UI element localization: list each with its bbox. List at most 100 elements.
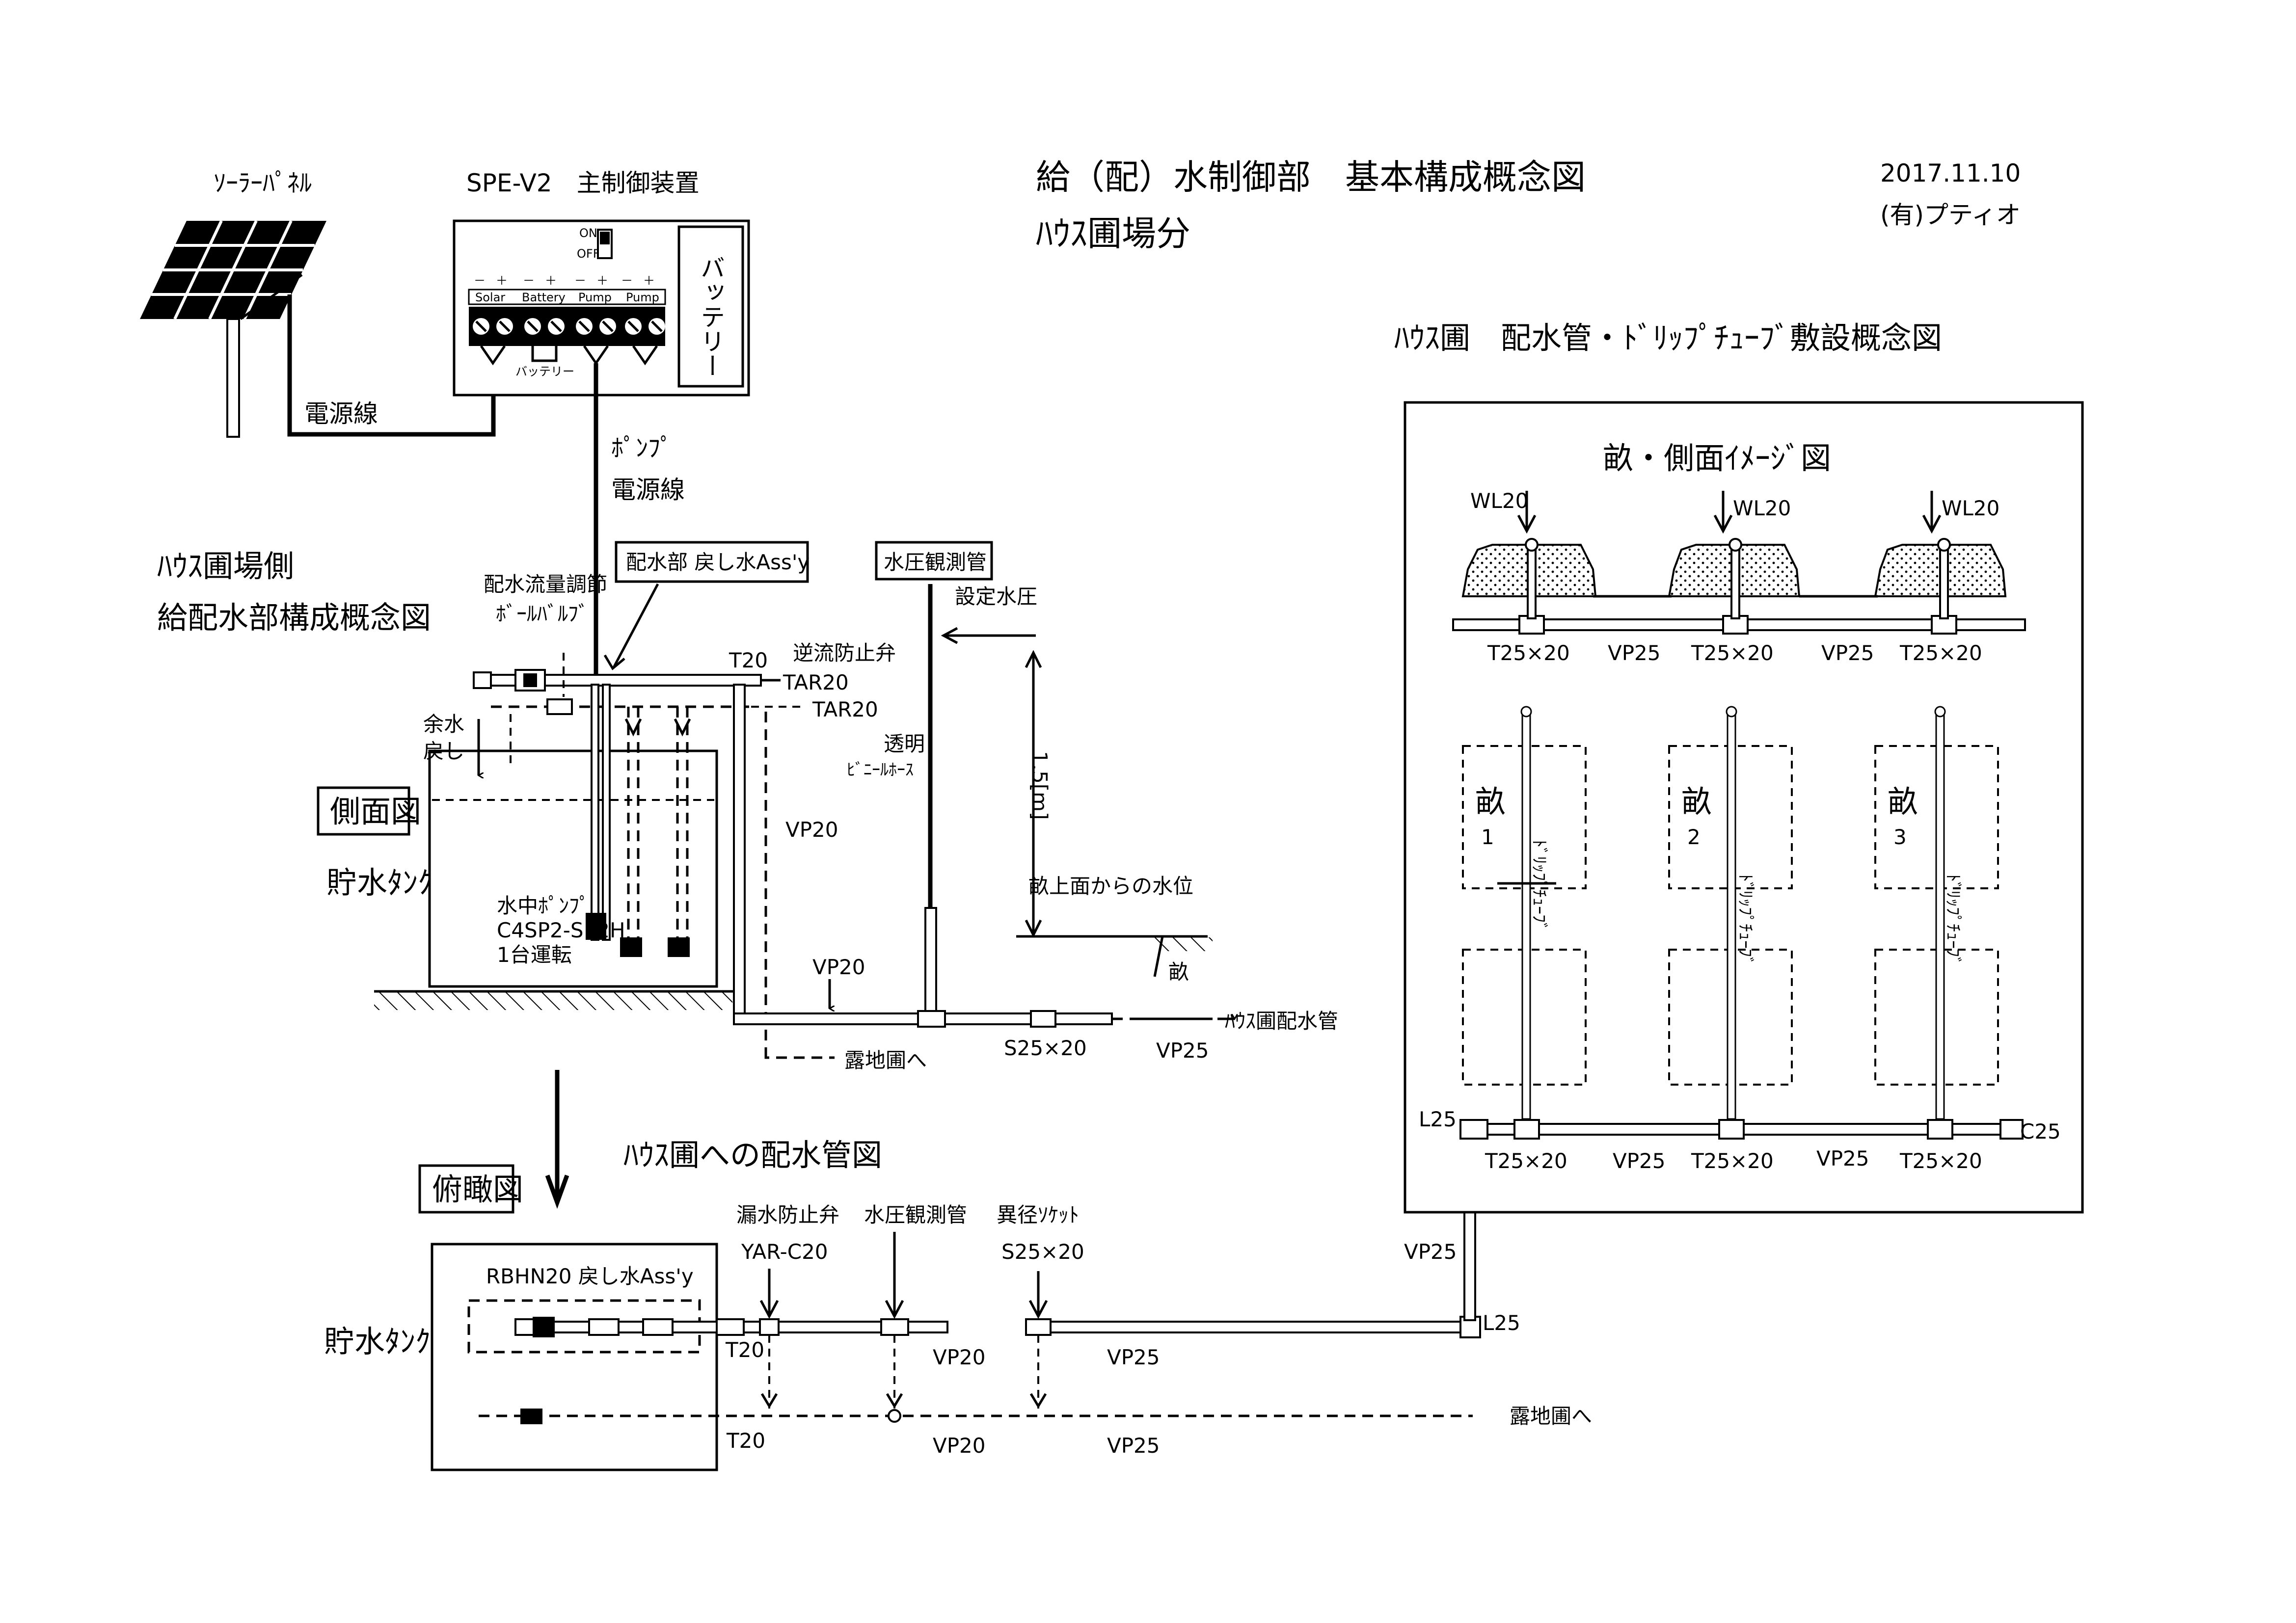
controller-unit: バッテリー ON OFF － ＋ － ＋ － ＋ － ＋ Solar Batte… (453, 219, 750, 397)
vp20-plan-b: VP20 (933, 1434, 986, 1458)
return-assy-label: 配水部 戻し水Ass'y (626, 550, 810, 574)
ridge-side-label: 畝 (1168, 960, 1189, 984)
tee-bottom-1: T25×20 (1485, 1149, 1567, 1173)
tee-bottom-3: T25×20 (1899, 1149, 1982, 1173)
wl20-1: WL20 (1470, 489, 1528, 513)
side-view-box (317, 786, 410, 836)
standby-pump-2-icon (668, 937, 690, 957)
vp25-bottom-2: VP25 (1816, 1146, 1869, 1171)
solar-panel-label: ｿｰﾗｰﾊﾟﾈﾙ (214, 169, 312, 197)
house-pipe-label: ﾊｳｽ圃配水管 (1225, 1009, 1338, 1033)
submersible-pump-icon (586, 913, 606, 940)
pressure-pipe-label: 水圧観測管 (884, 550, 987, 574)
tar20-a-label: TAR20 (783, 670, 849, 694)
t20-plan-b: T20 (726, 1429, 765, 1453)
plan-tank-label: 貯水ﾀﾝｸ (324, 1324, 431, 1359)
battery-terminal-label: バッテリー (515, 365, 574, 378)
ridge-2-num: 2 (1687, 825, 1701, 849)
rbhn-label: RBHN20 戻し水Ass'y (486, 1264, 694, 1288)
ridge-1-name: 畝 (1475, 784, 1506, 820)
plan-view-label: 俯瞰図 (432, 1171, 523, 1207)
drip-tube-2 (1727, 711, 1736, 1120)
leak-valve-label: 漏水防止弁 (736, 1203, 839, 1227)
height-label: 1.5[m] (1028, 751, 1052, 820)
pump-power-label-2: 電源線 (611, 476, 685, 504)
standby-pump-1-icon (620, 937, 642, 957)
ridge-cross-section (1452, 491, 2026, 635)
layout-frame (1404, 401, 2084, 1214)
wl20-2: WL20 (1733, 496, 1791, 520)
overflow-label-2: 戻し (423, 739, 464, 763)
ridge-3-num: 3 (1893, 825, 1907, 849)
ridge-3-name: 畝 (1888, 784, 1918, 820)
ridge-2-name: 畝 (1681, 784, 1712, 820)
battery-label: バッテリー (697, 255, 725, 378)
s25x20-side-label: S25×20 (1004, 1036, 1087, 1060)
tar20-b-label: TAR20 (812, 697, 878, 721)
t20-plan-a: T20 (725, 1338, 764, 1362)
term-plus-4: ＋ (643, 274, 655, 288)
term-minus-1: － (474, 274, 486, 288)
side-tank-label: 貯水ﾀﾝｸ (326, 865, 433, 901)
terminal-pump-2: Pump (626, 291, 659, 304)
wl20-3: WL20 (1942, 496, 1999, 520)
side-image-label: 畝・側面ｲﾒｰｼﾞ図 (1603, 440, 1831, 476)
power-cable (287, 294, 496, 437)
return-assy-pointer (612, 583, 659, 668)
pressure-pipe-box (875, 541, 993, 581)
valve-label-1: 配水流量調節 (484, 572, 607, 596)
right-heading: ﾊｳｽ圃 配水管・ﾄﾞﾘｯﾌﾟﾁｭｰﾌﾞ敷設概念図 (1394, 320, 1942, 356)
ridge-1-tube: ﾄﾞﾘｯﾌﾟﾁｭｰﾌﾞ (1529, 839, 1549, 931)
ridge-1-num: 1 (1481, 825, 1494, 849)
diagram-subtitle: ﾊｳｽ圃場分 (1036, 213, 1190, 254)
check-valve-label: 逆流防止弁 (793, 641, 896, 665)
tee-bottom-2: T25×20 (1691, 1149, 1774, 1173)
vp25-plan-b: VP25 (1107, 1434, 1160, 1458)
tee-top-3: T25×20 (1899, 641, 1982, 665)
vp25-top-2: VP25 (1821, 641, 1874, 665)
pump-label-2: C4SP2-S12H (497, 918, 625, 942)
water-level-label: 畝上面からの水位 (1028, 874, 1193, 898)
ridge-2 (1668, 711, 1793, 1120)
date-label: 2017.11.10 (1880, 159, 2021, 187)
vp20-plan-a: VP20 (933, 1345, 986, 1369)
vp25-bottom-1: VP25 (1613, 1149, 1666, 1173)
pump-power-label-1: ﾎﾟﾝﾌﾟ (611, 434, 673, 462)
plan-valve-icon[interactable] (533, 1317, 555, 1337)
term-plus-2: ＋ (545, 274, 557, 288)
vp25-plan-a: VP25 (1107, 1345, 1160, 1369)
pump-label-1: 水中ﾎﾟﾝﾌﾟ (497, 894, 590, 918)
vp25-top-1: VP25 (1608, 641, 1661, 665)
ball-valve-secondary-icon[interactable] (546, 698, 573, 715)
reducer-label: 異径ｿｹｯﾄ (997, 1203, 1079, 1227)
pressure-pipe-plan-label: 水圧観測管 (864, 1203, 967, 1227)
tee-top-2: T25×20 (1691, 641, 1774, 665)
term-minus-4: － (621, 274, 633, 288)
l25-plan-b: L25 (1483, 1311, 1520, 1335)
side-view-label: 側面図 (330, 794, 421, 829)
plan-view-box (418, 1164, 514, 1214)
return-assy-box (615, 541, 809, 583)
l25-plan-a: L25 (1419, 1107, 1457, 1131)
side-heading-1: ﾊｳｽ圃場側 (157, 548, 294, 584)
vp20-side-label-b: VP20 (812, 955, 865, 979)
term-plus-1: ＋ (496, 274, 508, 288)
s25x20-plan-label: S25×20 (1001, 1240, 1084, 1264)
ridge-2-tube: ﾄﾞﾘｯﾌﾟﾁｭｰﾌﾞ (1735, 874, 1755, 965)
set-pressure-label: 設定水圧 (955, 585, 1037, 609)
plan-heading: ﾊｳｽ圃への配水管図 (623, 1137, 882, 1173)
switch-off-label: OFF (577, 247, 600, 261)
term-minus-3: － (574, 274, 586, 288)
clear-hose-label-1: 透明 (884, 732, 925, 756)
water-tank-plan (431, 1243, 718, 1471)
terminal-battery: Battery (522, 291, 566, 304)
to-field-side-label: 露地圃へ (844, 1048, 927, 1072)
vp25-plan-c: VP25 (1404, 1240, 1457, 1264)
term-plus-3: ＋ (596, 274, 608, 288)
vp20-side-label-a: VP20 (785, 818, 838, 842)
controller-label: SPE-V2 主制御装置 (466, 169, 700, 197)
terminal-pump-1: Pump (578, 291, 612, 304)
power-line-label: 電源線 (304, 399, 378, 428)
pump-label-3: 1台運転 (497, 943, 572, 967)
